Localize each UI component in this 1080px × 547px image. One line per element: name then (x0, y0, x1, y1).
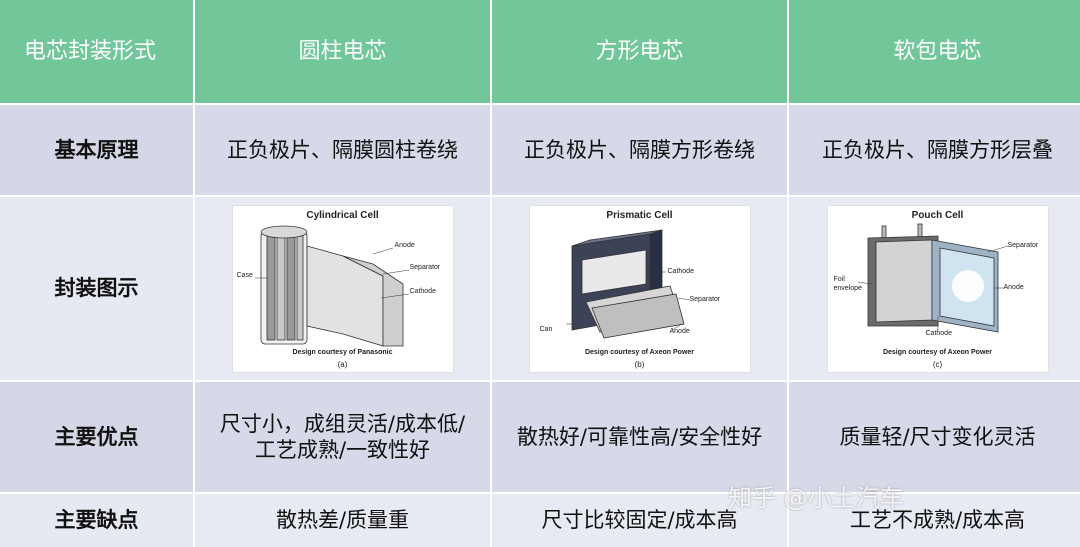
diagram-cell-prismatic: Prismatic Cell Cathode Separ (492, 197, 787, 380)
label-envelope: envelope (833, 284, 862, 292)
cylindrical-cell-figure: Cylindrical Cell (231, 204, 454, 373)
figure-credit: Design courtesy of Axeon Power (882, 348, 993, 356)
principle-cylindrical: 正负极片、隔膜圆柱卷绕 (195, 105, 490, 195)
header-pouch: 软包电芯 (789, 0, 1080, 103)
advantages-cylindrical: 尺寸小，成组灵活/成本低/工艺成熟/一致性好 (195, 382, 490, 492)
label-anode: Anode (669, 327, 690, 335)
label-foil: Foil (833, 275, 845, 283)
figure-title: Cylindrical Cell (306, 209, 379, 221)
label-cathode: Cathode (925, 329, 952, 337)
figure-credit: Design courtesy of Panasonic (292, 348, 393, 356)
label-cathode: Cathode (667, 267, 694, 275)
figure-title: Pouch Cell (911, 209, 964, 221)
principle-pouch: 正负极片、隔膜方形层叠 (789, 105, 1080, 195)
prismatic-cell-figure: Prismatic Cell Cathode Separ (528, 204, 751, 373)
figure-credit: Design courtesy of Axeon Power (584, 348, 695, 356)
label-separator: Separator (689, 295, 721, 303)
pouch-cell-illustration (857, 223, 1008, 332)
disadvantages-cylindrical: 散热差/质量重 (195, 494, 490, 547)
row-label-advantages: 主要优点 (0, 382, 193, 492)
disadvantages-pouch: 工艺不成熟/成本高 (789, 494, 1080, 547)
advantages-pouch: 质量轻/尺寸变化灵活 (789, 382, 1080, 492)
label-separator: Separator (409, 263, 441, 271)
prismatic-cell-illustration (565, 228, 690, 338)
figure-tag: (b) (634, 359, 645, 369)
label-separator: Separator (1007, 241, 1039, 249)
figure-title: Prismatic Cell (606, 209, 673, 221)
label-anode: Anode (394, 241, 415, 249)
label-case: Case (236, 271, 253, 279)
header-packaging-type: 电芯封装形式 (0, 0, 193, 103)
label-cathode: Cathode (409, 287, 436, 295)
row-label-disadvantages: 主要缺点 (0, 494, 193, 547)
label-can: Can (539, 325, 553, 333)
row-label-principle: 基本原理 (0, 105, 193, 195)
watermark-text: 知乎 @小土汽车 (728, 484, 904, 512)
header-prismatic: 方形电芯 (492, 0, 787, 103)
figure-tag: (c) (932, 359, 943, 369)
advantages-prismatic: 散热好/可靠性高/安全性好 (492, 382, 787, 492)
pouch-cell-figure: Pouch Cell Separator (826, 204, 1049, 373)
diagram-cell-pouch: Pouch Cell Separator (789, 197, 1080, 380)
figure-tag: (a) (337, 359, 348, 369)
header-cylindrical: 圆柱电芯 (195, 0, 490, 103)
row-label-diagram: 封装图示 (0, 197, 193, 380)
cylindrical-cell-illustration (254, 225, 409, 347)
label-anode: Anode (1003, 283, 1024, 291)
principle-prismatic: 正负极片、隔膜方形卷绕 (492, 105, 787, 195)
disadvantages-prismatic: 尺寸比较固定/成本高 (492, 494, 787, 547)
diagram-cell-cylindrical: Cylindrical Cell (195, 197, 490, 380)
